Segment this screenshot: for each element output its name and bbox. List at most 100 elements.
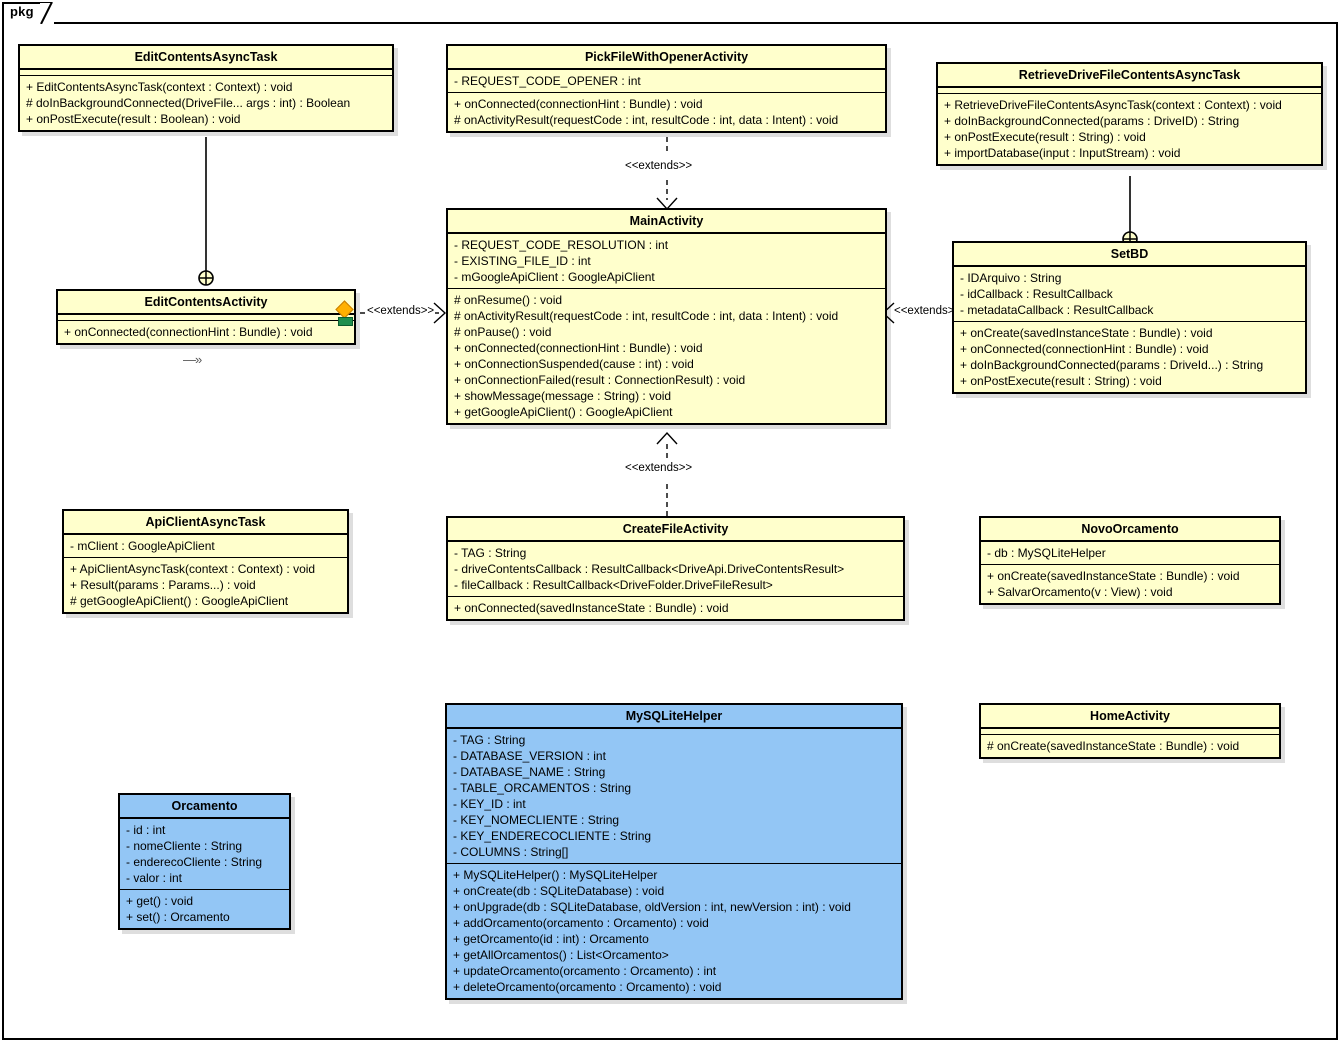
class-title: Orcamento: [120, 795, 289, 819]
class-attributes: [981, 729, 1279, 735]
class-member: # doInBackgroundConnected(DriveFile... a…: [26, 96, 351, 110]
class-member: - idCallback : ResultCallback: [960, 287, 1113, 301]
class-member: - nomeCliente : String: [126, 839, 243, 853]
class-box-main-activity[interactable]: MainActivity - REQUEST_CODE_RESOLUTION :…: [446, 208, 887, 425]
class-member: + importDatabase(input : InputStream) : …: [944, 146, 1181, 160]
class-member: - REQUEST_CODE_OPENER : int: [454, 74, 641, 88]
class-member: + onCreate(db : SQLiteDatabase) : void: [453, 884, 665, 898]
class-member: - COLUMNS : String[]: [453, 845, 569, 859]
class-title: CreateFileActivity: [448, 518, 903, 542]
class-member: + onConnectionSuspended(cause : int) : v…: [454, 357, 694, 371]
class-title: MySQLiteHelper: [447, 705, 901, 729]
class-box-mysqlite-helper[interactable]: MySQLiteHelper - TAG : String - DATABASE…: [445, 703, 903, 1000]
class-member: - valor : int: [126, 871, 183, 885]
class-member: - DATABASE_VERSION : int: [453, 749, 606, 763]
class-member: - TAG : String: [453, 733, 526, 747]
class-attributes: [938, 88, 1321, 94]
class-box-edit-contents-async-task[interactable]: EditContentsAsyncTask + EditContentsAsyn…: [18, 44, 394, 132]
class-member: + onPostExecute(result : Boolean) : void: [26, 112, 241, 126]
class-member: + RetrieveDriveFileContentsAsyncTask(con…: [944, 98, 1282, 112]
class-member: + MySQLiteHelper() : MySQLiteHelper: [453, 868, 658, 882]
class-member: - TAG : String: [454, 546, 527, 560]
class-member: - TABLE_ORCAMENTOS : String: [453, 781, 632, 795]
class-member: - mClient : GoogleApiClient: [70, 539, 215, 553]
class-attributes: - REQUEST_CODE_OPENER : int: [448, 70, 885, 93]
class-member: + onConnected(savedInstanceState : Bundl…: [454, 601, 729, 615]
class-member: + addOrcamento(orcamento : Orcamento) : …: [453, 916, 709, 930]
class-box-retrieve-drive-file-contents-async-task[interactable]: RetrieveDriveFileContentsAsyncTask + Ret…: [936, 62, 1323, 166]
relation-label-create-main: <<extends>>: [624, 462, 694, 474]
class-title: SetBD: [954, 243, 1305, 267]
class-member: - DATABASE_NAME : String: [453, 765, 606, 779]
class-title: RetrieveDriveFileContentsAsyncTask: [938, 64, 1321, 88]
package-tab-corner: [40, 1, 54, 25]
class-title: EditContentsActivity: [58, 291, 354, 315]
selection-bar-handle[interactable]: [338, 317, 353, 326]
class-member: + getAllOrcamentos() : List<Orcamento>: [453, 948, 669, 962]
class-title: MainActivity: [448, 210, 885, 234]
class-operations: + EditContentsAsyncTask(context : Contex…: [20, 76, 392, 130]
class-member: - KEY_ID : int: [453, 797, 526, 811]
class-attributes: - id : int - nomeCliente : String - ende…: [120, 819, 289, 890]
class-member: - EXISTING_FILE_ID : int: [454, 254, 591, 268]
class-member: - mGoogleApiClient : GoogleApiClient: [454, 270, 655, 284]
class-member: - enderecoCliente : String: [126, 855, 263, 869]
class-member: + showMessage(message : String) : void: [454, 389, 672, 403]
class-member: # onPause() : void: [454, 325, 552, 339]
relation-label-edit-main: <<extends>>: [366, 305, 436, 317]
package-label: pkg: [10, 4, 34, 19]
class-box-edit-contents-activity[interactable]: EditContentsActivity + onConnected(conne…: [56, 289, 356, 345]
class-attributes: - TAG : String - DATABASE_VERSION : int …: [447, 729, 901, 864]
class-member: + onConnected(connectionHint : Bundle) :…: [960, 342, 1209, 356]
class-box-pick-file-with-opener-activity[interactable]: PickFileWithOpenerActivity - REQUEST_COD…: [446, 44, 887, 133]
class-member: + onPostExecute(result : String) : void: [944, 130, 1146, 144]
class-member: - KEY_NOMECLIENTE : String: [453, 813, 620, 827]
class-member: + onCreate(savedInstanceState : Bundle) …: [987, 569, 1240, 583]
class-box-api-client-async-task[interactable]: ApiClientAsyncTask - mClient : GoogleApi…: [62, 509, 349, 614]
class-member: - IDArquivo : String: [960, 271, 1062, 285]
class-member: # onCreate(savedInstanceState : Bundle) …: [987, 739, 1240, 753]
class-box-setbd[interactable]: SetBD - IDArquivo : String - idCallback …: [952, 241, 1307, 394]
class-member: + onConnected(connectionHint : Bundle) :…: [454, 97, 703, 111]
class-member: + onUpgrade(db : SQLiteDatabase, oldVers…: [453, 900, 851, 914]
class-title: ApiClientAsyncTask: [64, 511, 347, 535]
resize-marker-icon[interactable]: —»: [183, 352, 202, 367]
class-operations: + RetrieveDriveFileContentsAsyncTask(con…: [938, 94, 1321, 164]
class-box-novo-orcamento[interactable]: NovoOrcamento - db : MySQLiteHelper + on…: [979, 516, 1281, 605]
class-operations: + onConnected(savedInstanceState : Bundl…: [448, 597, 903, 619]
class-member: - fileCallback : ResultCallback<DriveFol…: [454, 578, 773, 592]
class-operations: + ApiClientAsyncTask(context : Context) …: [64, 558, 347, 612]
class-member: + get() : void: [126, 894, 194, 908]
class-box-home-activity[interactable]: HomeActivity # onCreate(savedInstanceSta…: [979, 703, 1281, 759]
class-attributes: - db : MySQLiteHelper: [981, 542, 1279, 565]
class-member: + doInBackgroundConnected(params : Drive…: [944, 114, 1240, 128]
class-box-orcamento[interactable]: Orcamento - id : int - nomeCliente : Str…: [118, 793, 291, 930]
class-operations: + onCreate(savedInstanceState : Bundle) …: [954, 322, 1305, 392]
class-member: + onConnected(connectionHint : Bundle) :…: [454, 341, 703, 355]
class-attributes: - TAG : String - driveContentsCallback :…: [448, 542, 903, 597]
class-member: # getGoogleApiClient() : GoogleApiClient: [70, 594, 289, 608]
class-box-create-file-activity[interactable]: CreateFileActivity - TAG : String - driv…: [446, 516, 905, 621]
class-member: + deleteOrcamento(orcamento : Orcamento)…: [453, 980, 722, 994]
class-attributes: - mClient : GoogleApiClient: [64, 535, 347, 558]
class-member: - id : int: [126, 823, 166, 837]
class-member: # onActivityResult(requestCode : int, re…: [454, 309, 839, 323]
class-member: - db : MySQLiteHelper: [987, 546, 1106, 560]
class-operations: # onCreate(savedInstanceState : Bundle) …: [981, 735, 1279, 757]
class-member: - driveContentsCallback : ResultCallback…: [454, 562, 845, 576]
class-member: + SalvarOrcamento(v : View) : void: [987, 585, 1173, 599]
class-operations: + onConnected(connectionHint : Bundle) :…: [448, 93, 885, 131]
class-operations: # onResume() : void # onActivityResult(r…: [448, 289, 885, 423]
class-attributes: [20, 70, 392, 76]
class-member: - REQUEST_CODE_RESOLUTION : int: [454, 238, 669, 252]
class-operations: + onConnected(connectionHint : Bundle) :…: [58, 321, 354, 343]
class-title: HomeActivity: [981, 705, 1279, 729]
class-member: # onActivityResult(requestCode : int, re…: [454, 113, 839, 127]
package-frame: [2, 22, 1338, 1040]
class-title: NovoOrcamento: [981, 518, 1279, 542]
class-member: + Result(params : Params...) : void: [70, 578, 256, 592]
class-member: - metadataCallback : ResultCallback: [960, 303, 1154, 317]
class-operations: + get() : void + set() : Orcamento: [120, 890, 289, 928]
class-operations: + MySQLiteHelper() : MySQLiteHelper + on…: [447, 864, 901, 998]
